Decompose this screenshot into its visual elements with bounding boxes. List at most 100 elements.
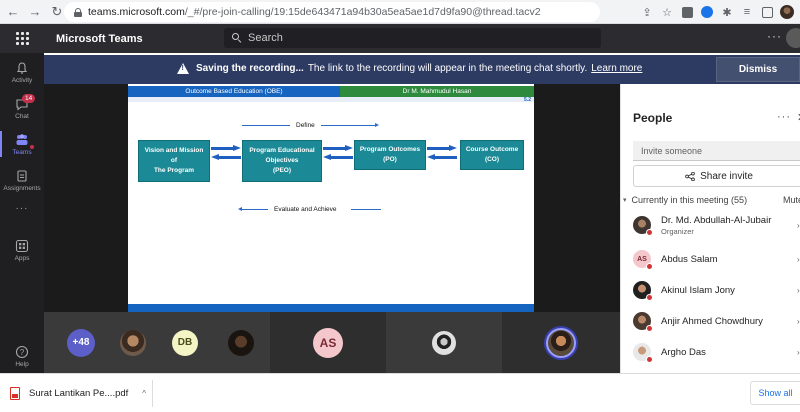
share-invite-button[interactable]: Share invite — [633, 165, 800, 187]
chevron-down-icon: ▾ — [623, 197, 627, 204]
slide-header-right: Dr M. Mahmudul Hasan — [340, 86, 534, 97]
more-dots-icon: ··· — [15, 203, 29, 214]
participant-tile[interactable]: AS — [270, 312, 386, 373]
participant-row[interactable]: Dr. Md. Abdullah-Al-Jubair Organizer › — [633, 212, 800, 238]
slide-number: 5.2 — [524, 97, 531, 103]
box-co-line-1: Course Outcome — [465, 146, 519, 153]
download-item[interactable]: Surat Lantikan Pe....pdf ^ — [10, 382, 146, 404]
profile-avatar-icon[interactable] — [778, 3, 796, 21]
participant-avatar — [633, 343, 653, 363]
current-participants-header[interactable]: ▾ Currently in this meeting (55) Mute — [623, 195, 800, 205]
assignments-icon — [15, 169, 29, 183]
busy-status-icon — [646, 325, 653, 332]
download-file-name: Surat Lantikan Pe....pdf — [29, 387, 129, 399]
participant-row[interactable]: Akinul Islam Jony › — [633, 277, 800, 303]
participant-photo[interactable] — [228, 329, 254, 356]
overflow-participants-button[interactable]: +48 — [67, 328, 95, 357]
participant-avatar — [633, 281, 653, 301]
evaluate-label: Evaluate and Achieve — [274, 206, 337, 213]
invite-input[interactable] — [633, 141, 800, 161]
define-label: Define — [296, 122, 315, 129]
show-all-button[interactable]: Show all — [750, 381, 800, 405]
banner-title: Saving the recording... — [196, 63, 304, 74]
participant-avatar: AS — [633, 250, 653, 270]
rail-label-help: Help — [15, 361, 29, 368]
chevron-right-icon[interactable]: › — [797, 316, 800, 326]
dismiss-button[interactable]: Dismiss — [716, 57, 800, 82]
participant-initials-avatar: AS — [313, 327, 343, 358]
rail-label-activity: Activity — [11, 77, 33, 84]
mute-all-button[interactable]: Mute — [783, 195, 800, 205]
box-peo-line-1: Program Educational — [249, 147, 315, 154]
rail-item-help[interactable]: ? Help — [0, 345, 44, 368]
define-arrow-right — [320, 123, 379, 127]
close-icon[interactable]: ✕ — [797, 111, 800, 124]
assignments-dot-badge — [30, 145, 34, 149]
chevron-right-icon[interactable]: › — [797, 285, 800, 295]
back-arrow-icon[interactable]: ← — [6, 4, 20, 19]
search-input[interactable]: Search — [224, 28, 601, 48]
reload-icon[interactable]: ↻ — [51, 3, 63, 19]
shared-slide: Outcome Based Education (OBE) Dr M. Mahm… — [128, 84, 534, 312]
user-avatar[interactable] — [786, 28, 800, 48]
chevron-right-icon[interactable]: › — [797, 347, 800, 357]
extension-2-icon[interactable] — [698, 3, 716, 21]
address-bar[interactable]: teams.microsoft.com/_#/pre-join-calling/… — [64, 2, 600, 22]
learn-more-link[interactable]: Learn more — [591, 63, 643, 74]
apps-icon — [15, 239, 29, 253]
banner-message: The link to the recording will appear in… — [307, 63, 588, 74]
participant-row[interactable]: AS Abdus Salam › — [633, 246, 800, 272]
rail-item-activity[interactable]: Activity — [0, 61, 44, 84]
participant-photo — [432, 330, 456, 355]
participant-row[interactable]: Argho Das › — [633, 339, 800, 365]
participant-name: Abdus Salam — [661, 253, 718, 265]
participant-tile[interactable] — [386, 312, 502, 373]
download-divider — [152, 380, 153, 407]
search-placeholder: Search — [248, 32, 283, 44]
rail-more-apps[interactable]: ··· — [0, 203, 44, 214]
rail-item-assignments[interactable]: Assignments — [0, 169, 44, 192]
share-invite-label: Share invite — [700, 170, 753, 182]
box-vision-mission: Vision and Mission of The Program — [138, 140, 210, 182]
box-peo-line-3: (PEO) — [272, 167, 292, 174]
participant-initials-avatar[interactable]: DB — [172, 329, 198, 356]
participant-role: Organizer — [661, 226, 694, 236]
gallery-tile-group: +48 DB — [44, 312, 270, 373]
bookmark-star-icon[interactable]: ☆ — [662, 6, 672, 19]
app-launcher-icon[interactable] — [0, 24, 44, 53]
teams-icon — [15, 133, 29, 147]
evaluate-arrow-left — [238, 207, 268, 211]
media-queue-icon[interactable]: ≡ — [743, 6, 751, 18]
forward-arrow-icon[interactable]: → — [28, 4, 42, 19]
rail-label-apps: Apps — [14, 255, 30, 262]
chevron-up-icon[interactable]: ^ — [142, 388, 147, 398]
panel-title: People — [633, 111, 673, 125]
download-bar: Surat Lantikan Pe....pdf ^ Show all — [0, 373, 800, 412]
extensions-puzzle-icon[interactable]: ✱ — [722, 6, 732, 19]
participant-name: Anjir Ahmed Chowdhury — [661, 315, 763, 327]
more-options-icon[interactable]: ··· — [767, 29, 782, 43]
extension-1-icon[interactable] — [678, 3, 696, 21]
panel-more-icon[interactable]: ··· — [777, 111, 791, 123]
rail-item-apps[interactable]: Apps — [0, 239, 44, 262]
participant-row[interactable]: Anjir Ahmed Chowdhury › — [633, 308, 800, 334]
active-speaker-photo — [546, 327, 576, 358]
rail-active-indicator — [0, 131, 2, 157]
share-page-icon[interactable]: ⇪ — [642, 6, 652, 19]
search-icon — [232, 33, 242, 43]
participant-avatar — [633, 216, 653, 236]
teams-header: Microsoft Teams Search ··· — [0, 24, 800, 53]
recording-banner: Saving the recording... The link to the … — [44, 55, 800, 84]
active-speaker-tile[interactable] — [502, 312, 620, 373]
participant-initials: AS — [637, 255, 647, 263]
rail-item-teams[interactable]: Teams — [0, 133, 44, 156]
box-po: Program Outcomes (PO) — [354, 140, 426, 170]
side-panel-icon[interactable] — [758, 3, 776, 21]
chevron-right-icon[interactable]: › — [797, 254, 800, 264]
evaluate-line-right — [350, 209, 381, 210]
chevron-right-icon[interactable]: › — [797, 220, 800, 230]
participant-photo[interactable] — [120, 329, 146, 356]
slide-footer-bar — [128, 304, 534, 312]
warning-icon — [177, 63, 189, 74]
current-participants-label: Currently in this meeting (55) — [631, 195, 748, 205]
